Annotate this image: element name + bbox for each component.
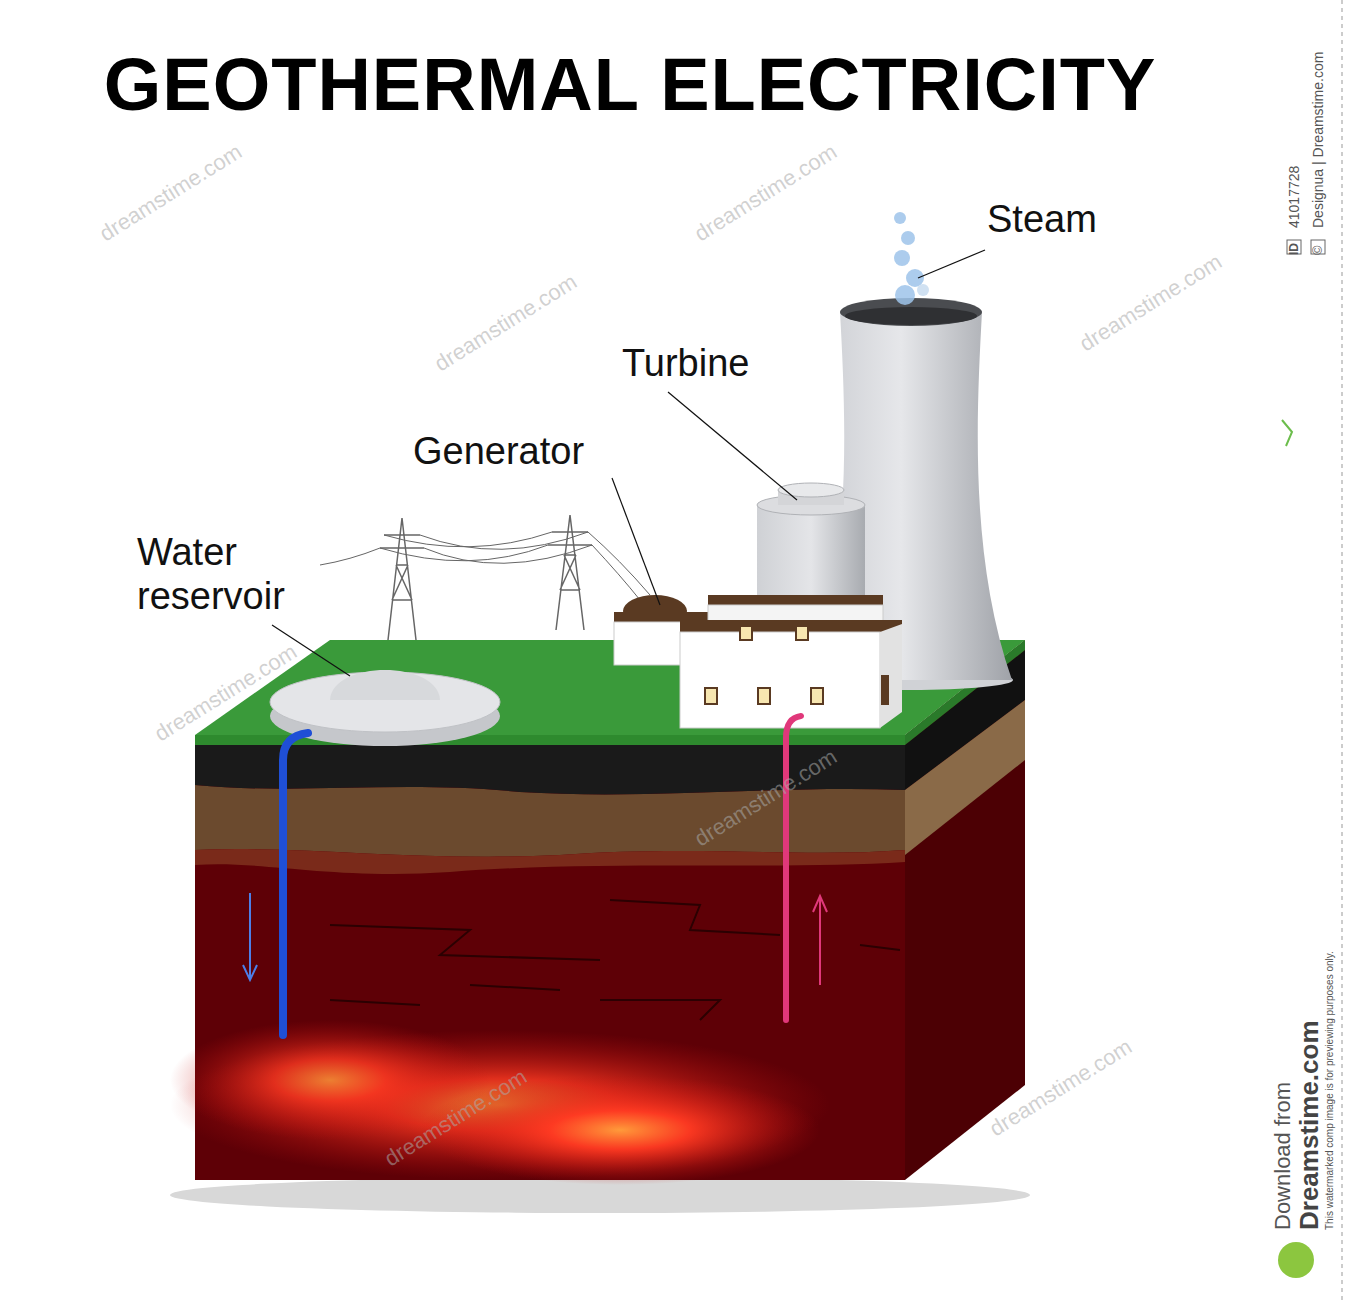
watermark: dreamstime.com xyxy=(1075,249,1227,357)
id-label: ID xyxy=(1287,243,1301,255)
power-lines xyxy=(320,515,650,640)
copyright-box xyxy=(1311,240,1325,254)
callout-label: Generator xyxy=(413,430,584,473)
image-id: 41017728 xyxy=(1286,166,1302,228)
rock-cracks xyxy=(330,900,900,1020)
front-wall xyxy=(680,632,880,728)
watermark: dreamstime.com xyxy=(430,269,582,377)
callout-label: Turbine xyxy=(622,342,749,385)
watermark: dreamstime.com xyxy=(95,139,247,247)
roof xyxy=(680,620,902,632)
leader-line xyxy=(612,478,660,605)
steam-puff xyxy=(894,250,910,266)
wire xyxy=(320,532,650,600)
window xyxy=(705,688,717,704)
tower-opening xyxy=(845,307,977,325)
leader-line xyxy=(668,392,797,500)
download-note: Download from xyxy=(1270,1082,1296,1230)
callout-label: Water reservoir xyxy=(137,530,337,618)
leader-lines xyxy=(272,250,985,676)
side-wall xyxy=(880,624,902,728)
window xyxy=(796,626,808,640)
door xyxy=(881,675,889,705)
soil-layer xyxy=(195,785,905,857)
strip-border xyxy=(1342,0,1343,1300)
steam-puff xyxy=(894,212,906,224)
window xyxy=(811,688,823,704)
leader-line xyxy=(918,250,985,278)
steam-puff xyxy=(895,285,915,305)
tank-dome xyxy=(330,670,440,700)
flow-arrow xyxy=(813,896,827,985)
scissors xyxy=(1282,420,1292,446)
ground-block xyxy=(170,640,1030,1213)
flow-arrow xyxy=(243,893,257,980)
diagram-title: GEOTHERMAL ELECTRICITY xyxy=(0,40,1260,130)
id-box xyxy=(1287,240,1301,254)
pylon xyxy=(380,518,424,640)
preview-note: This watermarked comp image is for previ… xyxy=(1324,951,1335,1230)
plant-building xyxy=(614,595,902,728)
author-credit: Designua | Dreamstime.com xyxy=(1310,52,1326,228)
copyright-sign: © xyxy=(1310,245,1325,255)
pipes xyxy=(243,716,827,1035)
rock-side xyxy=(905,640,1025,1180)
dreamstime-logo xyxy=(1278,1242,1314,1278)
rock-edge xyxy=(195,849,905,874)
steam-puff xyxy=(901,231,915,245)
pylon xyxy=(548,515,592,630)
steam-puff xyxy=(917,284,929,296)
window xyxy=(740,626,752,640)
watermark: dreamstime.com xyxy=(690,139,842,247)
callout-label: Steam xyxy=(987,198,1097,241)
roof xyxy=(708,595,883,605)
steam-cloud xyxy=(894,212,929,305)
cold-pipe xyxy=(283,733,308,1035)
site-name: Dreamstime.com xyxy=(1294,1020,1325,1230)
turbine-cap xyxy=(778,483,844,497)
window xyxy=(758,688,770,704)
